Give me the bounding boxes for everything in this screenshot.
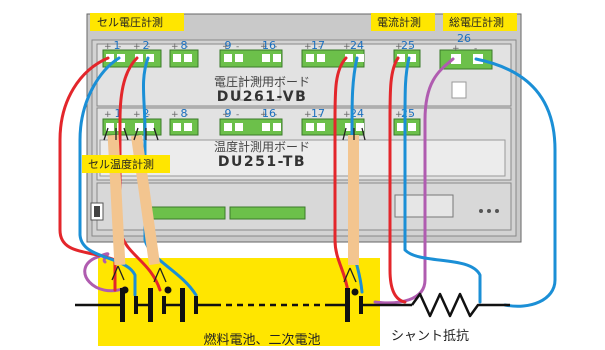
channel-number: 8 (181, 39, 188, 52)
wire-cell24-minus (350, 56, 364, 294)
label-cell-temp: セル温度計測 (88, 157, 154, 171)
svg-text:+: + (133, 42, 141, 52)
wire-cell2-minus (141, 56, 198, 297)
svg-text:-: - (274, 42, 277, 52)
svg-text:-: - (147, 110, 150, 120)
board-vb-title: 電圧計測用ボード (214, 74, 310, 89)
label-bg (443, 13, 517, 31)
svg-text:-: - (236, 42, 239, 52)
channel-number: 25 (401, 39, 415, 52)
channel-number: 1 (114, 39, 121, 52)
label-bg (90, 13, 184, 31)
svg-text:-: - (409, 110, 412, 120)
shunt-resistor (410, 292, 510, 318)
vb-terminal-blocks (102, 49, 493, 101)
svg-text:+: + (104, 110, 112, 120)
board-vb-model: DU261-VB (217, 89, 308, 105)
board-tb-title: 温度計測用ボード (214, 139, 310, 154)
channel-number: 9 (225, 39, 232, 52)
channel-number: 17 (311, 107, 325, 120)
svg-text:+: + (395, 110, 403, 120)
svg-text:-: - (318, 110, 321, 120)
svg-text:-: - (274, 110, 277, 120)
svg-text:+: + (171, 110, 179, 120)
svg-text:+: + (222, 42, 230, 52)
vb-channel-numbers: 1 2 8 9 16 17 24 25 26 (114, 32, 472, 52)
svg-text:+: + (133, 110, 141, 120)
svg-text:+: + (395, 42, 403, 52)
channel-number: 17 (311, 39, 325, 52)
svg-text:-: - (185, 110, 188, 120)
svg-text:+: + (260, 42, 268, 52)
svg-text:+: + (171, 42, 179, 52)
svg-text:+: + (304, 110, 312, 120)
svg-text:-: - (118, 42, 121, 52)
wire-current-plus (388, 56, 407, 304)
wire-cell24-plus (333, 56, 350, 294)
wire-current-minus (403, 56, 482, 304)
channel-number: 8 (181, 107, 188, 120)
svg-text:+: + (104, 42, 112, 52)
svg-text:+: + (452, 44, 460, 54)
svg-text:-: - (147, 42, 150, 52)
channel-number: 16 (262, 107, 276, 120)
svg-text:+: + (260, 110, 268, 120)
svg-text:-: - (409, 42, 412, 52)
svg-text:-: - (318, 42, 321, 52)
label-total-voltage: 総電圧計測 (449, 15, 504, 29)
channel-number: 26 (457, 32, 471, 45)
wire-total-voltage-negative (474, 57, 557, 308)
board-tb-model: DU251-TB (218, 154, 306, 170)
svg-text:-: - (357, 42, 360, 52)
terminal-strip (149, 206, 226, 220)
svg-text:+: + (222, 110, 230, 120)
label-bg (82, 155, 170, 173)
label-shunt: シャント抵抗 (391, 329, 469, 344)
terminal-strip (229, 206, 306, 220)
channel-number: 24 (350, 39, 364, 52)
svg-text:+: + (304, 42, 312, 52)
channel-number: 9 (225, 107, 232, 120)
label-cell-voltage: セル電圧計測 (97, 15, 163, 29)
svg-text:-: - (357, 110, 360, 120)
label-current: 電流計測 (377, 15, 421, 29)
svg-text:-: - (185, 42, 188, 52)
svg-text:+: + (343, 110, 351, 120)
battery-stack (75, 286, 412, 322)
svg-text:-: - (236, 110, 239, 120)
label-battery: 燃料電池、二次電池 (203, 332, 320, 348)
polarity-marks: +- +- +- +- +- +- +- +- +- +- +- +- +- +… (104, 42, 477, 120)
wire-total-voltage-plus (373, 57, 455, 305)
channel-number: 16 (262, 39, 276, 52)
svg-text:+: + (343, 42, 351, 52)
battery-zone (98, 258, 380, 346)
channel-number: 25 (401, 107, 415, 120)
svg-text:-: - (474, 44, 477, 54)
channel-number: 1 (115, 107, 122, 120)
label-bg (371, 13, 435, 31)
channel-number: 2 (143, 39, 150, 52)
